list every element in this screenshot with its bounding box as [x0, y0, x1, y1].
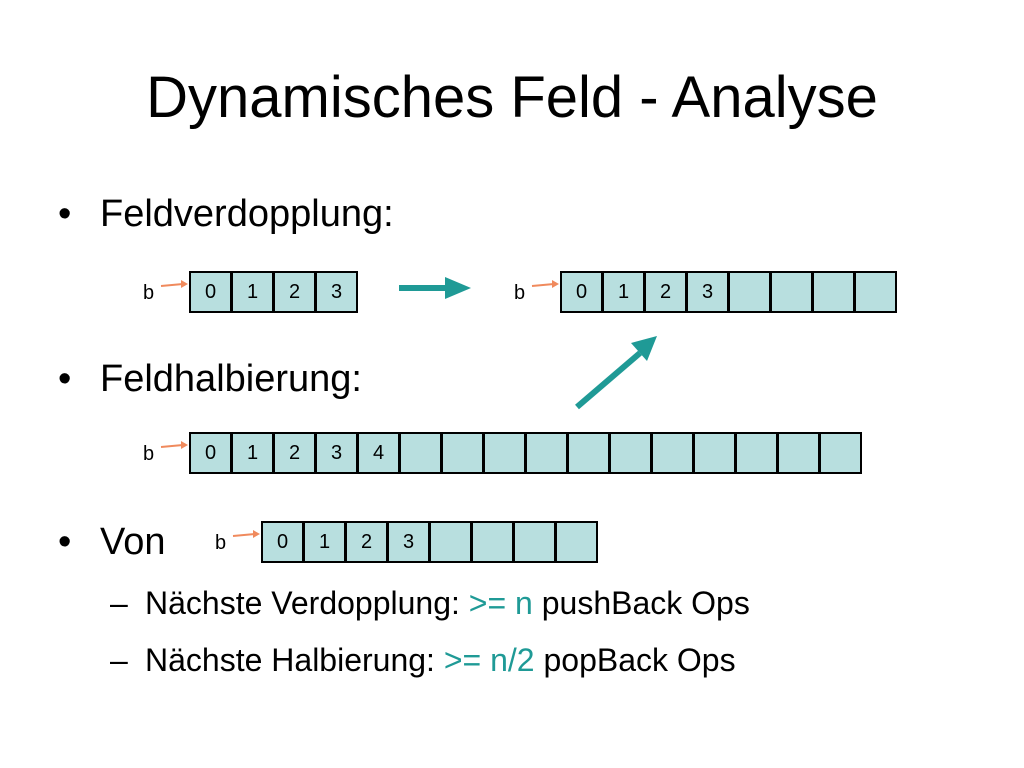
- pointer-label: b: [143, 282, 155, 304]
- bullet-feldhalbierung: • Feldhalbierung:: [58, 357, 362, 401]
- pointer-arrow-icon: [160, 441, 188, 449]
- array-cell: [441, 432, 484, 474]
- array-cell: 1: [231, 432, 274, 474]
- array-cell: [770, 271, 813, 313]
- pointer-arrow-icon: [531, 280, 559, 288]
- sub-text-post: pushBack Ops: [532, 585, 750, 621]
- right-arrow-icon: [399, 277, 471, 299]
- pointer-label: b: [514, 282, 526, 304]
- bullet-marker: •: [58, 358, 72, 400]
- bullet-marker: •: [58, 521, 72, 563]
- array-cell: 0: [560, 271, 603, 313]
- pointer-arrow-icon: [160, 280, 188, 288]
- array-cell: [728, 271, 771, 313]
- array-cell: [819, 432, 862, 474]
- bullet-text: Feldhalbierung:: [100, 358, 362, 400]
- array-cell: [854, 271, 897, 313]
- diagonal-arrow-icon: [575, 336, 657, 410]
- sub-bullet-dash: –: [110, 642, 128, 678]
- array-cell: [513, 521, 556, 563]
- bullet-von: • Von: [58, 520, 166, 564]
- array-cell: [399, 432, 442, 474]
- array-cell: [429, 521, 472, 563]
- array-cell: [483, 432, 526, 474]
- slide-title: Dynamisches Feld - Analyse: [146, 65, 878, 130]
- array-cell: 0: [189, 271, 232, 313]
- array-cell: [555, 521, 598, 563]
- array-cell: 0: [261, 521, 304, 563]
- bullet-feldverdopplung: • Feldverdopplung:: [58, 192, 394, 236]
- array-cell: 2: [273, 271, 316, 313]
- array-cell: [735, 432, 778, 474]
- sub-highlight: >= n: [468, 585, 533, 621]
- sub-bullet-verdopplung: –Nächste Verdopplung: >= n pushBack Ops: [110, 583, 750, 623]
- bullet-marker: •: [58, 193, 72, 235]
- array-cell: 0: [189, 432, 232, 474]
- array-cell: 2: [345, 521, 388, 563]
- array-cell: [812, 271, 855, 313]
- sub-bullet-dash: –: [110, 585, 128, 621]
- bullet-text: Feldverdopplung:: [100, 193, 394, 235]
- pointer-label: b: [215, 532, 227, 554]
- array-cell: 1: [602, 271, 645, 313]
- pointer-label: b: [143, 443, 155, 465]
- array-cell: 1: [303, 521, 346, 563]
- sub-text: Nächste Halbierung:: [145, 642, 444, 678]
- sub-text: Nächste Verdopplung:: [145, 585, 469, 621]
- sub-highlight: >= n/2: [443, 642, 535, 678]
- array-cell: [777, 432, 820, 474]
- bullet-text: Von: [100, 521, 166, 563]
- array-cell: 3: [315, 271, 358, 313]
- array-cell: 2: [273, 432, 316, 474]
- sub-text-post: popBack Ops: [534, 642, 736, 678]
- array-cell: [693, 432, 736, 474]
- pointer-arrow-icon: [232, 530, 260, 538]
- array-cell: 1: [231, 271, 274, 313]
- sub-bullet-halbierung: –Nächste Halbierung: >= n/2 popBack Ops: [110, 640, 736, 680]
- array-cell: 3: [387, 521, 430, 563]
